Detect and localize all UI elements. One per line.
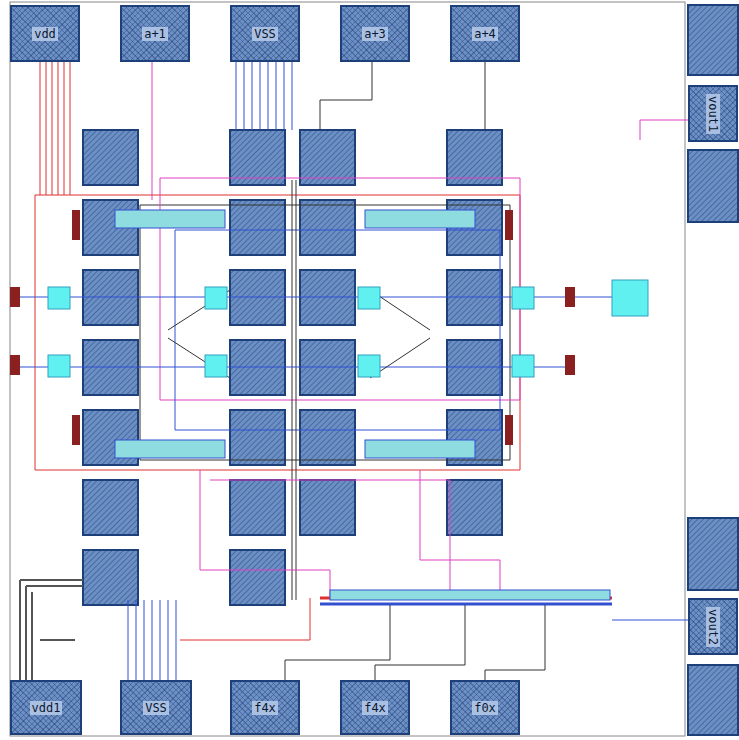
- bond-pad: vdd: [10, 5, 80, 62]
- bond-pad: vout2: [688, 598, 738, 655]
- pad-label: VSS: [252, 27, 278, 41]
- bond-pad: VSS: [230, 5, 300, 62]
- pad-label: a+3: [362, 27, 388, 41]
- bond-pad: VSS: [120, 680, 192, 735]
- bond-pad: vout1: [688, 85, 738, 142]
- bond-pad: f4x: [340, 680, 410, 735]
- pad-label: VSS: [143, 701, 169, 715]
- bond-pad: vdd1: [10, 680, 82, 735]
- bond-pad: a+1: [120, 5, 190, 62]
- pad-label: vdd1: [30, 701, 63, 715]
- pad-label: f4x: [362, 701, 388, 715]
- pad-label: f0x: [472, 701, 498, 715]
- pad-label: a+1: [142, 27, 168, 41]
- pad-label: vout1: [706, 93, 720, 133]
- pad-label: vout2: [706, 606, 720, 646]
- pad-label: f4x: [252, 701, 278, 715]
- bond-pad: a+3: [340, 5, 410, 62]
- bond-pad: f0x: [450, 680, 520, 735]
- pad-label: a+4: [472, 27, 498, 41]
- bond-pad: f4x: [230, 680, 300, 735]
- pad-label: vdd: [32, 27, 58, 41]
- bond-pad: a+4: [450, 5, 520, 62]
